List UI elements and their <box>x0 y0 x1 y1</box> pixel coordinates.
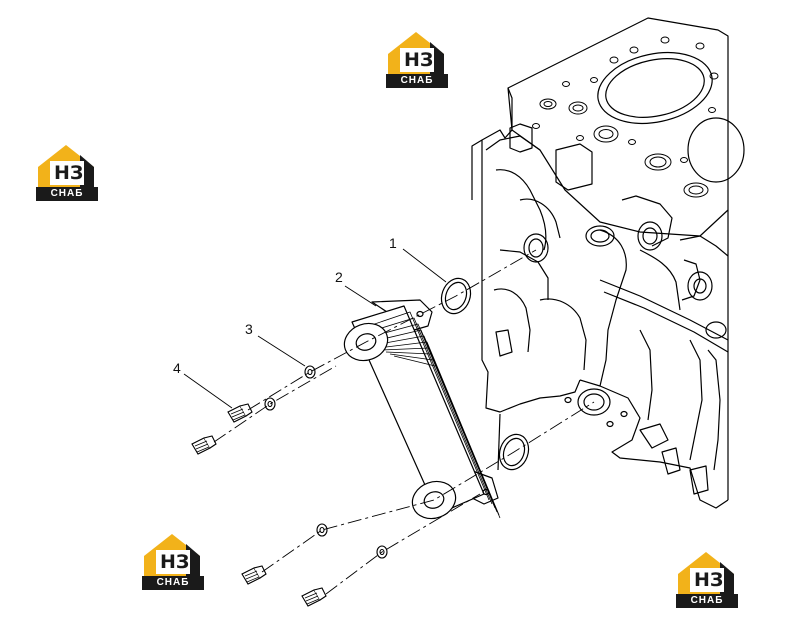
house-icon <box>144 534 200 576</box>
logo-word: СНАБ <box>386 74 448 88</box>
watermark-logo: НЗ СНАБ <box>676 550 738 608</box>
logo-mark: НЗ <box>404 49 434 71</box>
callout-4: 4 <box>173 360 181 376</box>
callout-1: 1 <box>389 235 397 251</box>
logo-mark: НЗ <box>160 551 190 573</box>
house-icon <box>388 32 444 74</box>
logo-word: СНАБ <box>676 594 738 608</box>
bolt <box>191 403 327 607</box>
watermark-logo: НЗ СНАБ <box>386 30 448 88</box>
logo-word: СНАБ <box>142 576 204 590</box>
washer <box>264 365 388 559</box>
callout-3: 3 <box>245 321 253 337</box>
watermark-logo: НЗ СНАБ <box>142 532 204 590</box>
logo-mark: НЗ <box>54 162 84 184</box>
engine-block <box>471 17 745 509</box>
house-icon <box>678 552 734 594</box>
callout-2: 2 <box>335 269 343 285</box>
oil-cooler <box>343 299 501 520</box>
house-icon <box>38 145 94 187</box>
logo-word: СНАБ <box>36 187 98 201</box>
watermark-logo: НЗ СНАБ <box>36 143 98 201</box>
logo-mark: НЗ <box>694 569 724 591</box>
assembly-centerlines <box>213 249 595 595</box>
leader-lines <box>183 248 447 409</box>
o-ring <box>440 277 530 471</box>
